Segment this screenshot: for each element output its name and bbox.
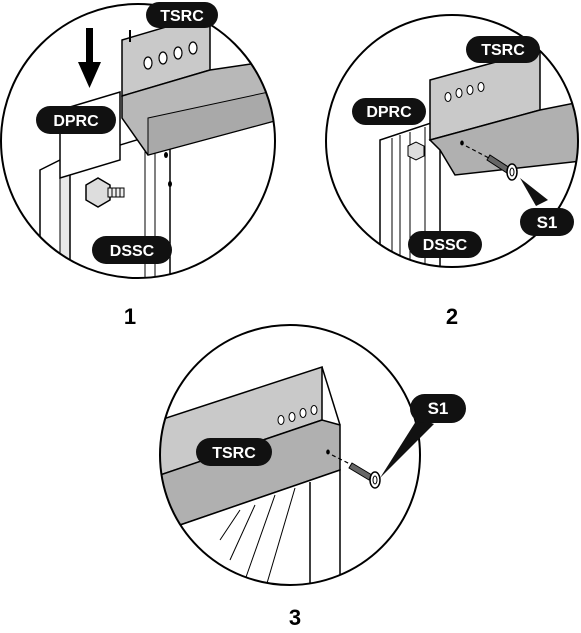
step-3-detail	[159, 324, 421, 586]
detail-circle-3	[159, 324, 421, 586]
callout-label: S1	[537, 213, 558, 232]
step-number-1: 1	[124, 304, 136, 329]
callout-dprc-step1: DPRC	[36, 106, 116, 134]
callout-label: DPRC	[53, 113, 99, 130]
step-number-3: 3	[289, 605, 301, 630]
callout-dssc-step2: DSSC	[408, 231, 482, 258]
callout-label: S1	[428, 399, 449, 418]
callout-s1-step2: S1	[520, 178, 574, 236]
callout-s1-step3: S1	[380, 394, 466, 478]
detail-circle-1	[0, 3, 276, 279]
step-number-2: 2	[446, 304, 458, 329]
detail-circle-2	[325, 14, 579, 268]
callout-label: DPRC	[366, 104, 412, 121]
callout-tsrc-step1: TSRC	[146, 2, 218, 28]
callout-label: DSSC	[110, 243, 155, 260]
callout-tsrc-step3: TSRC	[196, 438, 272, 466]
callout-label: DSSC	[423, 237, 468, 254]
callout-dssc-step1: DSSC	[92, 236, 172, 264]
callout-label: TSRC	[160, 8, 204, 25]
callout-tsrc-step2: TSRC	[466, 36, 540, 63]
callout-label: TSRC	[212, 445, 256, 462]
callout-label: TSRC	[481, 42, 525, 59]
callout-dprc-step2: DPRC	[352, 98, 426, 125]
down-arrow-icon	[78, 28, 101, 88]
